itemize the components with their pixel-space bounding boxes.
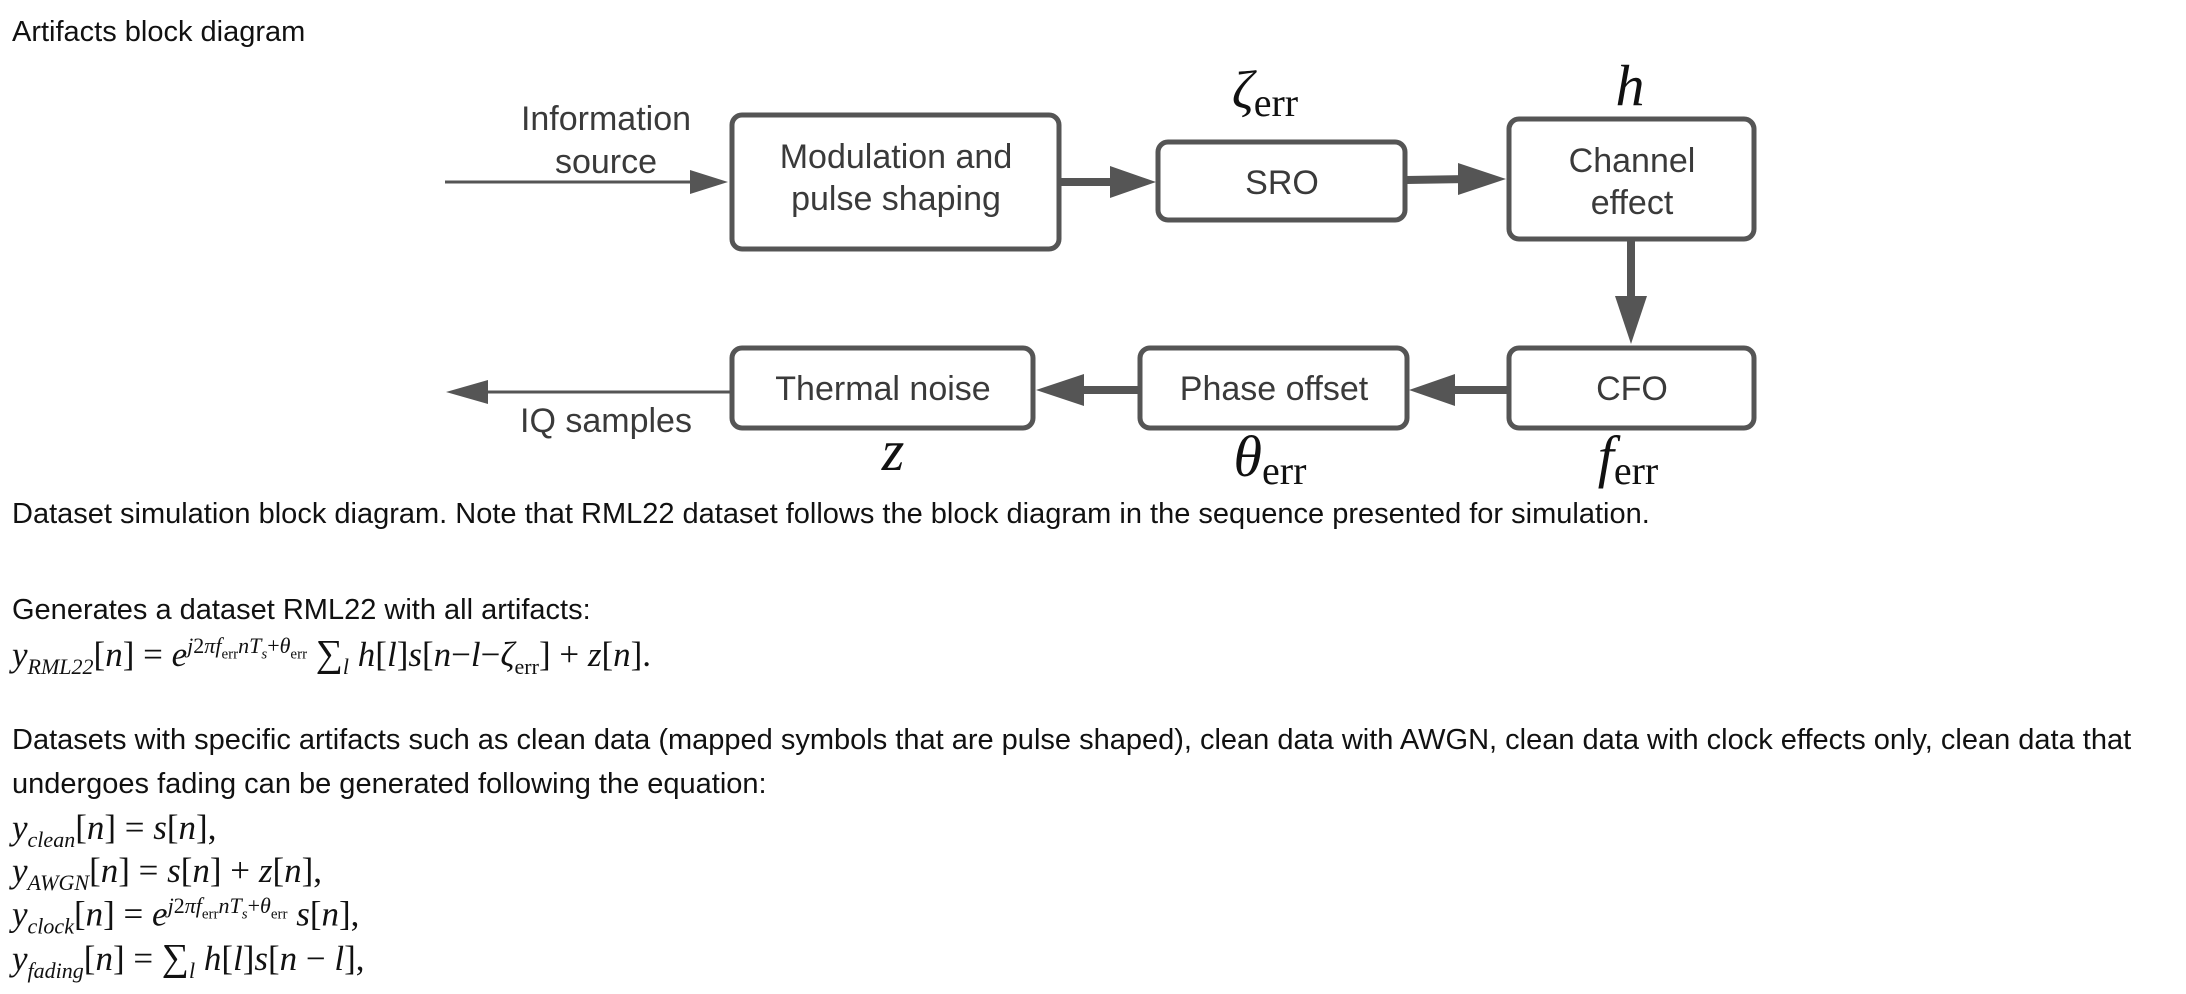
equation-awgn: yAWGN[n] = s[n] + z[n], <box>12 851 322 895</box>
page-heading: Artifacts block diagram <box>12 16 306 48</box>
input-label-line1: Information <box>521 100 691 138</box>
equation-clock: yclock[n] = ej2πferrnTs+θerr s[n], <box>12 893 360 939</box>
channel-effect-label-line1: Channel <box>1569 142 1696 180</box>
sro-symbol-sub: err <box>1254 80 1298 125</box>
sro-symbol-main: ζ <box>1232 60 1257 120</box>
thermal-noise-label: Thermal noise <box>775 370 990 408</box>
output-label: IQ samples <box>520 402 692 440</box>
equation-rml22: yRML22[n] = ej2πferrnTs+θerr ∑l h[l]s[n−… <box>12 633 652 679</box>
sro-block-label: SRO <box>1245 164 1319 202</box>
arrow-modulation-to-sro-head <box>1110 166 1156 198</box>
generates-text: Generates a dataset RML22 with all artif… <box>12 594 591 626</box>
cfo-block <box>1506 345 1757 431</box>
phase-symbol-sub: err <box>1262 448 1306 493</box>
phase-offset-label: Phase offset <box>1180 370 1369 408</box>
noise-symbol: z <box>881 418 905 483</box>
cfo-symbol: ferr <box>1598 424 1659 493</box>
sro-block <box>1155 139 1408 223</box>
modulation-block-label-line1: Modulation and <box>780 138 1013 176</box>
thermal-noise-block <box>729 345 1036 431</box>
artifacts-paragraph: Datasets with specific artifacts such as… <box>12 724 2132 800</box>
clock-subscript: clock <box>27 913 74 939</box>
output-arrow-head <box>446 380 488 404</box>
block-diagram: Information source Modulation and pulse … <box>445 53 1757 493</box>
fading-subscript: fading <box>27 958 84 983</box>
cfo-block-label: CFO <box>1596 370 1668 408</box>
input-label-line2: source <box>555 143 657 181</box>
sro-symbol: ζerr <box>1232 60 1298 125</box>
phase-symbol: θerr <box>1234 424 1307 493</box>
equation-fading: yfading[n] = ∑l h[l]s[n − l], <box>12 937 365 983</box>
diagram-caption: Dataset simulation block diagram. Note t… <box>12 498 1650 530</box>
arrow-channel-to-cfo-head <box>1615 296 1647 344</box>
input-arrow-head <box>690 170 728 194</box>
phase-symbol-main: θ <box>1234 424 1263 489</box>
arrow-sro-to-channel-head <box>1458 163 1506 195</box>
modulation-block-label-line2: pulse shaping <box>791 180 1001 218</box>
clean-subscript: clean <box>27 827 76 852</box>
arrow-cfo-to-phase-head <box>1409 374 1455 406</box>
modulation-block <box>729 112 1062 252</box>
equation-clean: yclean[n] = s[n], <box>12 808 217 852</box>
phase-offset-block <box>1137 345 1410 431</box>
channel-effect-block <box>1506 116 1757 242</box>
cfo-symbol-sub: err <box>1614 448 1658 493</box>
arrow-phase-to-noise-head <box>1036 374 1084 406</box>
awgn-subscript: AWGN <box>27 870 90 895</box>
rml22-subscript: RML22 <box>27 654 94 679</box>
channel-symbol: h <box>1616 53 1645 118</box>
channel-effect-label-line2: effect <box>1591 184 1674 222</box>
